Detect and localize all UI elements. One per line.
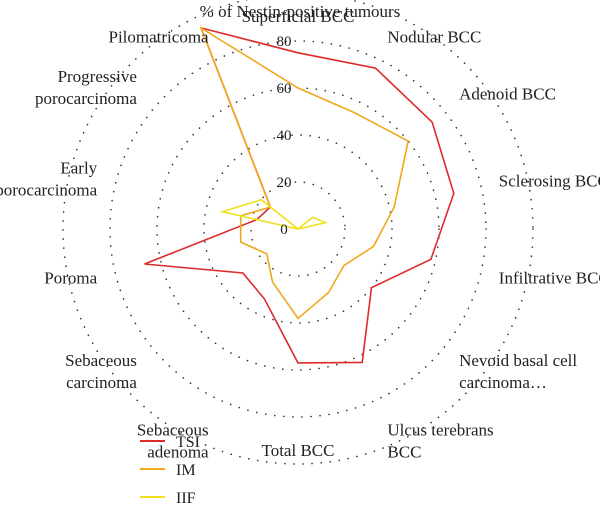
category-label: Progressive porocarcinoma xyxy=(35,67,137,108)
radial-tick-labels: 0 20 40 60 80 xyxy=(277,34,292,238)
category-label-line: porocarcinoma xyxy=(35,89,137,108)
category-label-line: Infiltrative BCC xyxy=(499,268,600,287)
tick-label: 80 xyxy=(277,34,292,50)
category-label-line: BCC xyxy=(387,443,421,462)
grid-ring xyxy=(62,0,534,465)
tick-label: 20 xyxy=(277,175,292,191)
category-label-line: Nevoid basal cell xyxy=(459,351,577,370)
legend: TSI IM IIF xyxy=(140,434,200,507)
category-label-line: Sclerosing BCC xyxy=(499,172,600,191)
category-label-line: Adenoid BCC xyxy=(459,85,556,104)
category-label-line: Pilomatricoma xyxy=(109,27,210,46)
legend-label-iif: IIF xyxy=(176,490,196,507)
category-label: Early porocarcinoma xyxy=(0,158,98,199)
category-labels: Superficial BCC Nodular BCC Adenoid BCC Scl… xyxy=(0,7,600,462)
radar-series xyxy=(144,25,455,364)
category-label-line: Sebaceous xyxy=(65,351,137,370)
grid-ring xyxy=(203,134,393,324)
grid-ring xyxy=(109,40,487,418)
tick-label: 40 xyxy=(277,128,292,144)
category-label-line: Total BCC xyxy=(262,441,335,460)
category-label-line: porocarcinoma xyxy=(0,180,98,199)
category-label-line: carcinoma… xyxy=(459,373,547,392)
category-label-line: adenoma xyxy=(147,443,209,462)
series-iif-line xyxy=(219,198,329,231)
category-label: Sebaceous adenoma xyxy=(137,421,209,462)
category-label: Nodular BCC xyxy=(387,27,481,46)
category-label: Nevoid basal cell carcinoma… xyxy=(459,351,577,392)
category-label: Adenoid BCC xyxy=(459,85,556,104)
category-label-line: Ulcus terebrans xyxy=(387,421,493,440)
category-label: Sebaceous carcinoma xyxy=(65,351,137,392)
series-im-line xyxy=(199,25,410,320)
category-label: Sclerosing BCC xyxy=(499,172,600,191)
category-label: Poroma xyxy=(44,268,97,287)
category-label: Superficial BCC xyxy=(242,7,355,26)
category-label-line: Poroma xyxy=(44,268,97,287)
chart-title: % of Nestin-positive tumours xyxy=(200,2,401,21)
category-label-line: Nodular BCC xyxy=(387,27,481,46)
legend-label-tsi: TSI xyxy=(176,434,200,451)
category-label-line: Superficial BCC xyxy=(242,7,355,26)
category-label-line: Early xyxy=(60,158,97,177)
category-label-line: carcinoma xyxy=(66,373,137,392)
series-tsi-line xyxy=(144,26,455,364)
tick-label: 60 xyxy=(277,81,292,97)
category-label-line: Sebaceous xyxy=(137,421,209,440)
category-label: Pilomatricoma xyxy=(109,27,210,46)
grid-ring xyxy=(250,181,346,277)
legend-label-im: IM xyxy=(176,462,196,479)
category-label-line: Progressive xyxy=(58,67,137,86)
tick-label: 0 xyxy=(280,222,288,238)
category-label: Infiltrative BCC xyxy=(499,268,600,287)
category-label: Total BCC xyxy=(262,441,335,460)
